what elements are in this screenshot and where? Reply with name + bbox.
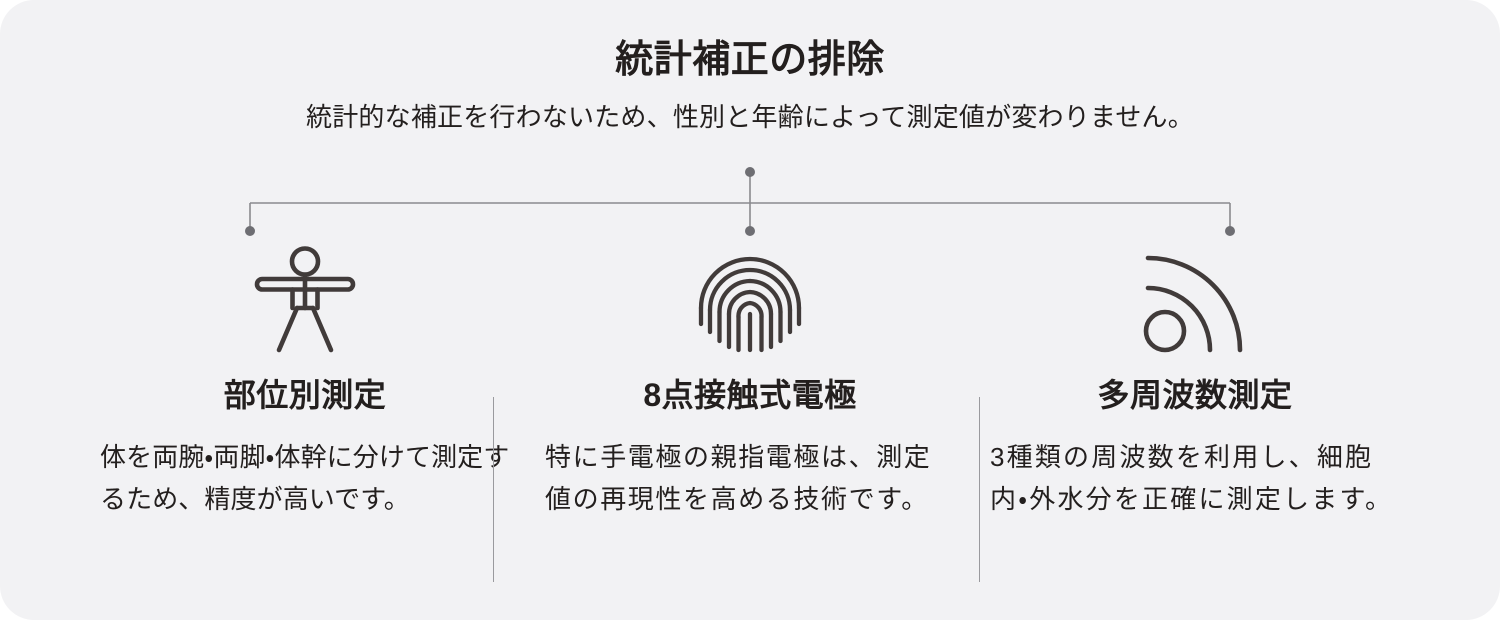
feature-body-1: 体を両腕・両脚・体幹に分けて測定するため、精度が高いです。	[100, 442, 510, 515]
connector-dot-center	[745, 226, 755, 236]
feature-title-3: 多周波数測定	[1097, 377, 1293, 413]
signal-wave-icon	[1142, 243, 1248, 361]
connector-dot-left	[245, 226, 255, 236]
fingerprint-icon	[694, 243, 806, 361]
feature-column-3: 多周波数測定 3種類の周波数を利用し、細胞内・外水分を正確に測定します。	[973, 243, 1418, 520]
feature-title-2: 8点接触式電極	[643, 377, 857, 413]
connector-dot-right	[1225, 226, 1235, 236]
connector-diagram	[245, 167, 1235, 236]
feature-column-2: 8点接触式電極 特に手電極の親指電極は、測定値の再現性を高める技術です。	[528, 243, 973, 520]
page-subtitle: 統計的な補正を行わないため、性別と年齢によって測定値が変わりません。	[306, 101, 1194, 132]
feature-columns: 部位別測定 体を両腕・両脚・体幹に分けて測定するため、精度が高いです。	[0, 243, 1500, 603]
body-figure-icon	[245, 243, 365, 361]
feature-body-3: 3種類の周波数を利用し、細胞内・外水分を正確に測定します。	[990, 442, 1394, 515]
page-title: 統計補正の排除	[615, 39, 885, 81]
header: 統計補正の排除 統計的な補正を行わないため、性別と年齢によって測定値が変わりませ…	[0, 0, 1500, 134]
feature-body-2: 特に手電極の親指電極は、測定値の再現性を高める技術です。	[545, 442, 932, 515]
feature-title-1: 部位別測定	[223, 377, 387, 413]
feature-column-1: 部位別測定 体を両腕・両脚・体幹に分けて測定するため、精度が高いです。	[83, 243, 528, 520]
connector-dot-top	[745, 167, 755, 177]
